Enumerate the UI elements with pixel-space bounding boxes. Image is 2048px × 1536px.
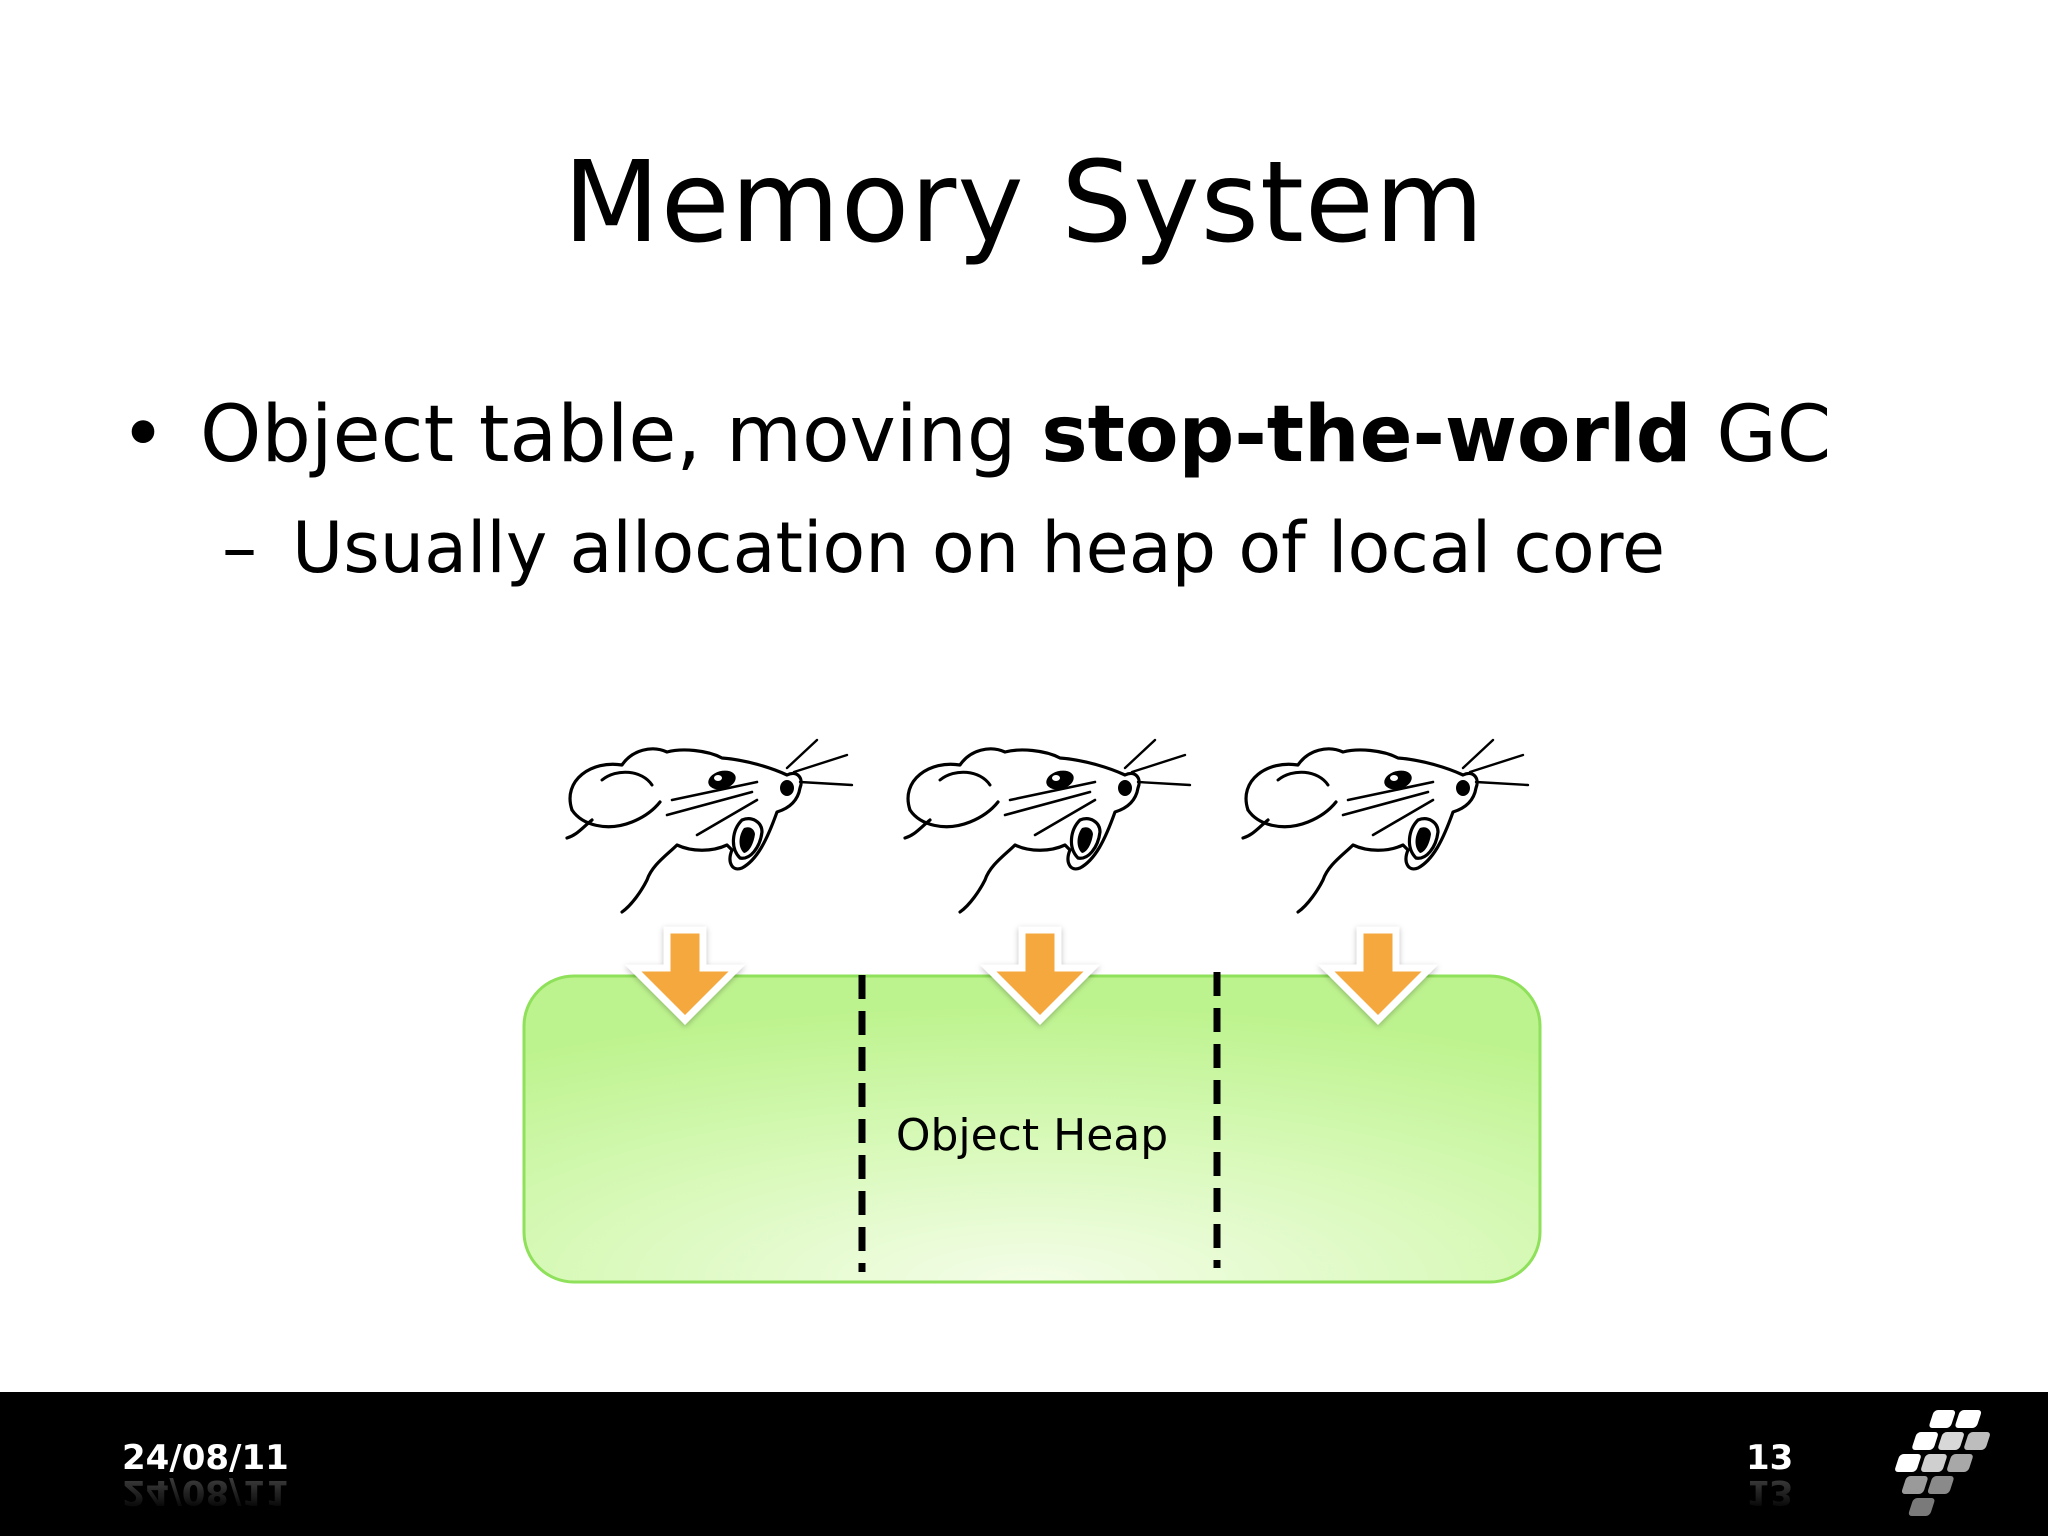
page-number-text: 13: [1746, 1438, 1794, 1478]
bullet-marker: •: [120, 390, 167, 480]
footer-date-text: 24/08/11: [122, 1438, 289, 1478]
subbullet-marker: –: [222, 507, 257, 589]
bullet-text-part2: GC: [1691, 390, 1832, 480]
bullet-text-part1: Object table, moving: [200, 390, 1042, 480]
bullet-item: • Object table, moving stop-the-world GC: [120, 385, 1831, 485]
footer-date: 24/08/11 24/08/11: [122, 1438, 289, 1512]
subbullet-text: Usually allocation on heap of local core: [292, 507, 1666, 589]
footer-bar: 24/08/11 24/08/11 13 13: [0, 1392, 2048, 1536]
rat-icon: [1241, 738, 1530, 914]
subbullet-item: –Usually allocation on heap of local cor…: [222, 502, 1665, 594]
footer-date-reflection: 24/08/11: [122, 1472, 289, 1512]
page-number-reflection: 13: [1746, 1472, 1794, 1512]
rat-icon: [565, 738, 854, 914]
bullet-text-bold: stop-the-world: [1041, 390, 1692, 480]
slide-title: Memory System: [563, 138, 1485, 268]
university-logo-icon: [1895, 1410, 1990, 1516]
footer-page-number: 13 13: [1746, 1438, 1793, 1512]
heap-label: Object Heap: [896, 1110, 1168, 1161]
rat-icon: [903, 738, 1192, 914]
memory-diagram: Object Heap: [522, 738, 1542, 1284]
